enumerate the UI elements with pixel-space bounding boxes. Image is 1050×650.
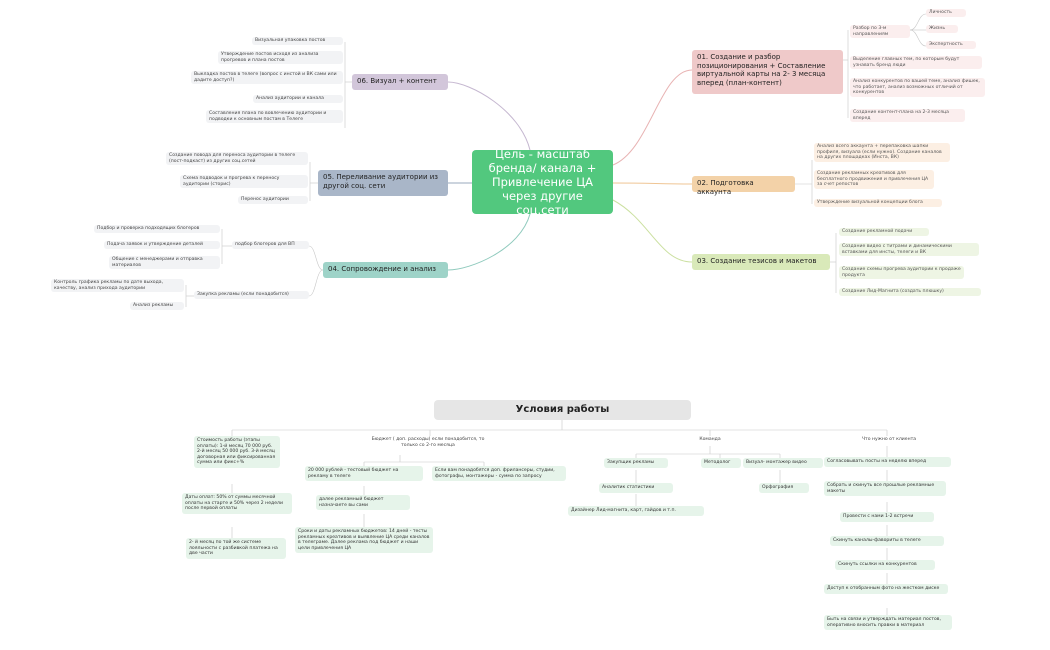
b3-item-lead-magnet[interactable]: Создание Лид-Магнита (создать плюшку)	[839, 288, 981, 296]
cond-budget-title[interactable]: Бюджет ( доп. расходы) если понадобится,…	[371, 437, 485, 448]
branch-04-support[interactable]: 04. Сопровождение и анализ	[323, 262, 448, 278]
b1-item-competitors[interactable]: Анализ конкурентов по вашей теме, анализ…	[850, 78, 985, 97]
cond-budget-next[interactable]: далее рекламный бюджет назначаете вы сам…	[316, 495, 410, 511]
b4-item-ad-control[interactable]: Контроль графика рекламы по дате выхода,…	[51, 279, 184, 293]
b1-sub-personality[interactable]: Личность	[926, 9, 966, 17]
b3-item-video[interactable]: Создание видео с титрами и динамическими…	[839, 243, 979, 257]
b6-item-audience-analysis[interactable]: Анализ аудитории и канала	[253, 95, 343, 103]
cond-client-competitor-links[interactable]: Скинуть ссылки на конкурентов	[835, 560, 935, 570]
cond-client-favorite-channels[interactable]: Скинуть каналы-фавориты в телеге	[830, 536, 944, 546]
cond-second-month[interactable]: 2- й месяц по той же системе лояльности …	[186, 538, 286, 559]
b6-item-engagement-plan[interactable]: Составления плана по вовлечению аудитори…	[206, 110, 343, 124]
b4-item-select-bloggers[interactable]: Подбор и проверка подходящих блогеров	[94, 225, 220, 233]
b4-sub-bloggers[interactable]: подбор блогеров для ВП	[232, 241, 309, 249]
b6-item-posting[interactable]: Выкладка постов в телеге (вопрос с инсто…	[191, 71, 343, 85]
b1-item-themes[interactable]: Выделение главных тем, по которым будут …	[850, 56, 982, 70]
b5-item-transfer[interactable]: Перенос аудитории	[238, 196, 308, 204]
b4-sub-ad-purchase[interactable]: Закупка рекламы (если понадобится)	[194, 291, 309, 299]
b2-item-creatives[interactable]: Создание рекламных креативов для бесплат…	[814, 170, 934, 189]
b5-item-transfer-reason[interactable]: Создание повода для переноса аудитории в…	[166, 152, 308, 166]
cond-client-title[interactable]: Что нужно от клиента	[861, 437, 917, 442]
b6-item-visual-packaging[interactable]: Визуальная упаковка постов	[252, 37, 343, 45]
cond-payment-dates[interactable]: Даты оплат: 50% от суммы месячной оплаты…	[182, 493, 292, 514]
b2-item-analysis[interactable]: Анализ всего аккаунта + перепаковка шапк…	[814, 143, 950, 162]
branch-01-positioning[interactable]: 01. Создание и разбор позиционирования +…	[692, 50, 843, 94]
conditions-title[interactable]: Условия работы	[434, 400, 691, 420]
b3-item-ad-pitch[interactable]: Создание рекламной подачи	[839, 228, 929, 236]
central-topic[interactable]: Цель - масштаб бренда/ канала + Привлече…	[472, 147, 613, 217]
branch-06-visual-content[interactable]: 06. Визуал + контент	[352, 74, 448, 90]
b4-item-applications[interactable]: Подача заявок и утверждение деталей	[104, 241, 220, 249]
cond-client-photo-access[interactable]: Доступ к отобранным фото на жестком диск…	[824, 584, 948, 594]
cond-team-spelling[interactable]: Орфография	[759, 483, 809, 493]
branch-02-account[interactable]: 02. Подготовка аккаунта	[692, 176, 795, 196]
cond-budget-freelancers[interactable]: Если вам понадобятся доп. фрилансеры, ст…	[432, 466, 566, 482]
branch-05-audience-transfer[interactable]: 05. Переливание аудитории из другой соц.…	[318, 170, 448, 196]
cond-team-designer[interactable]: Дизайнер Лид-магнита, карт, гайдов и т.п…	[568, 506, 704, 516]
cond-team-methodologist[interactable]: Методолог	[701, 458, 741, 468]
cond-client-old-ads[interactable]: Собрать и скинуть все прошлые рекламные …	[824, 481, 946, 497]
b1-item-content-plan[interactable]: Создание контент-плана на 2-3 месяца впе…	[850, 109, 965, 123]
b1-sub-directions[interactable]: Разбор по 3-м направлениям	[850, 25, 910, 39]
cond-budget-terms[interactable]: Сроки и даты рекламных бюджетов: 14 дней…	[295, 527, 433, 554]
b5-item-warmup-stories[interactable]: Схема подводок и прогрева к переносу ауд…	[180, 175, 308, 189]
b6-item-post-approval[interactable]: Утверждение постов исходя из анализа про…	[218, 51, 343, 65]
b1-sub-expertise[interactable]: Экспертность	[926, 41, 976, 49]
cond-team-video-editor[interactable]: Визуал- монтажер видео	[743, 458, 823, 468]
cond-team-analyst[interactable]: Аналитик статистики	[599, 483, 673, 493]
b1-sub-life[interactable]: Жизнь	[926, 25, 958, 33]
cond-client-meetings[interactable]: Провести с нами 1-2 встречи	[840, 512, 934, 522]
cond-budget-test[interactable]: 20 000 рублей - тестовый бюджет на рекла…	[305, 466, 423, 482]
cond-client-stay-in-touch[interactable]: Быть на связи и утверждать материал пост…	[824, 615, 952, 631]
b2-item-visual-concept[interactable]: Утверждение визуальной концепции блога	[814, 199, 942, 207]
cond-team-title[interactable]: Команда	[699, 437, 721, 442]
b3-item-warmup-scheme[interactable]: Создание схемы прогрева аудитории к прод…	[839, 266, 964, 280]
b4-item-ad-analysis[interactable]: Анализ рекламы	[130, 302, 184, 310]
branch-03-theses[interactable]: 03. Создание тезисов и макетов	[692, 254, 830, 270]
cond-client-approve-posts[interactable]: Согласовывать посты на неделю вперед	[824, 457, 951, 467]
cond-team-ad-buyer[interactable]: Закупщик рекламы	[604, 458, 668, 468]
cond-pricing[interactable]: Стоимость работы (этапы оплаты): 1-й мес…	[194, 436, 280, 468]
b4-item-managers[interactable]: Общение с менеджерами и отправка материа…	[109, 256, 220, 270]
